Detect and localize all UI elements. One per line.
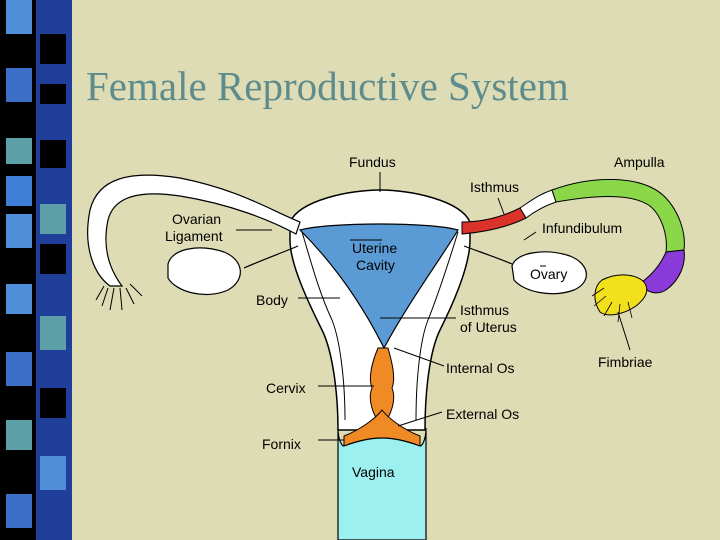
label-fimbriae: Fimbriae [598, 354, 653, 370]
label-uterine-cavity-line2: Cavity [356, 257, 395, 273]
right-tube-white [519, 189, 557, 219]
label-ovarian-ligament-line1: Ovarian [172, 211, 221, 227]
uterine-cavity [298, 223, 459, 350]
slide-title: Female Reproductive System [86, 63, 569, 109]
left-ovary [167, 247, 241, 296]
label-ovary: Ovary [530, 266, 567, 282]
decorative-side-strip [0, 0, 72, 540]
cervical-canal [369, 347, 395, 419]
label-uterine-cavity-line1: Uterine [352, 240, 397, 256]
label-body: Body [256, 292, 288, 308]
label-ovarian-ligament-line2: Ligament [165, 228, 223, 244]
right-ampulla-tube [551, 179, 685, 253]
right-infundibulum [641, 249, 685, 294]
label-vagina: Vagina [352, 464, 395, 480]
label-fundus: Fundus [349, 154, 396, 170]
right-ovary [511, 251, 587, 295]
vagina [337, 427, 427, 540]
label-external-os: External Os [446, 406, 519, 422]
left-ovarian-ligament [243, 245, 299, 269]
label-fornix: Fornix [262, 436, 301, 452]
label-isthmus: Isthmus [470, 179, 519, 195]
label-isthmus-of-uterus-line1: Isthmus [460, 302, 509, 318]
label-cervix: Cervix [266, 380, 306, 396]
leader-lines [236, 172, 631, 441]
label-ampulla: Ampulla [614, 154, 665, 170]
label-isthmus-of-uterus-line2: of Uterus [460, 319, 517, 335]
left-fimbriae [95, 283, 143, 311]
right-isthmus-tube [461, 207, 527, 235]
right-ovarian-ligament [463, 245, 513, 265]
right-fimbriae-fringe [591, 287, 633, 323]
right-fimbriae [594, 274, 648, 316]
left-uterine-tube [87, 174, 301, 287]
label-internal-os: Internal Os [446, 360, 514, 376]
label-infundibulum: Infundibulum [542, 220, 622, 236]
